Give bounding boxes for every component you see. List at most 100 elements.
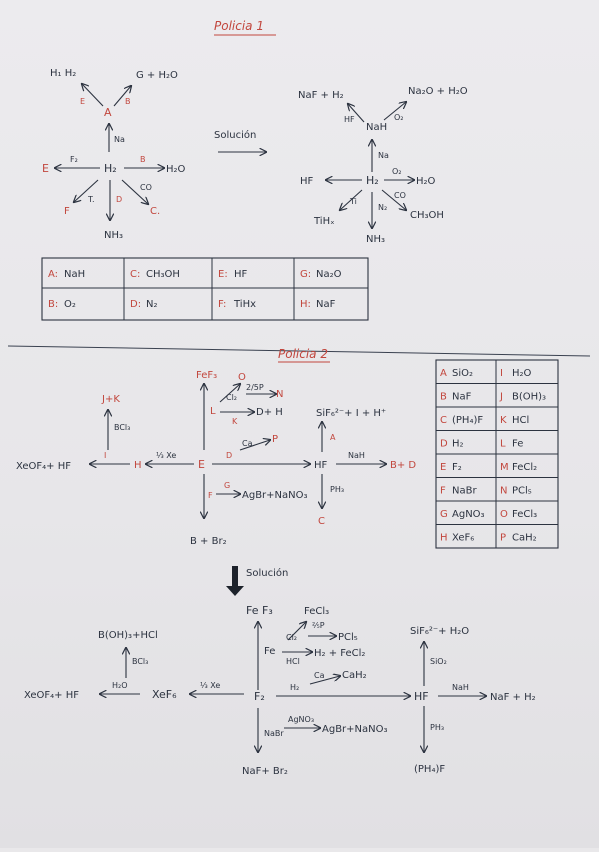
p2a-nah: NaH <box>452 683 469 692</box>
p2q-ca: Ca <box>242 439 253 448</box>
p1a-n2: N₂ <box>378 203 387 212</box>
p2-table-value: SiO₂ <box>452 368 473 379</box>
p2a-cl2: Cl₂ <box>286 633 297 642</box>
p2-table-value: PCl₅ <box>512 485 532 496</box>
p2q-d: D <box>226 451 232 460</box>
p1-key-table <box>41 257 369 321</box>
p2a-ph4f: (PH₄)F <box>414 764 445 775</box>
p2a-nafbr: NaF+ Br₂ <box>242 766 288 777</box>
p1q-arrow-down-left <box>74 179 99 202</box>
p2q-nah: NaH <box>348 451 365 460</box>
p2-table-key: L <box>500 438 506 449</box>
p1q-arrow-down-right <box>121 179 148 204</box>
p2a-boh: B(OH)₃+HCl <box>98 630 158 641</box>
p2q-dh: D+ H <box>256 407 283 418</box>
p2q-fef3: FeF₃ <box>196 370 217 381</box>
p2q-jk: J+K <box>101 394 120 405</box>
p1q-bottom: NH₃ <box>104 230 123 241</box>
p1q-down-left-arrow: T. <box>87 195 94 204</box>
p1-table-key: H: <box>300 299 311 310</box>
p1q-arrow-b-label: B <box>125 97 131 106</box>
p1-table-value: TiHx <box>233 299 256 310</box>
p2q-n: N <box>276 389 283 400</box>
p2q-bbr: B + Br₂ <box>190 536 227 547</box>
p2-table-key: C <box>440 415 447 426</box>
p1-table-value: HF <box>234 269 248 280</box>
p2q-l: L <box>210 406 216 417</box>
p2a-f2: F₂ <box>254 690 265 703</box>
p2q-arrow-p <box>239 440 270 451</box>
p2a-fecl3: FeCl₃ <box>304 606 329 617</box>
p2-table-value: XeF₆ <box>452 532 474 543</box>
p2q-hf: HF <box>314 460 328 471</box>
p2q-e: E <box>198 458 205 471</box>
p2a-h2fecl2: H₂ + FeCl₂ <box>314 648 365 659</box>
p1q-down-right-arrow: CO <box>140 183 152 192</box>
p2a-ca: Ca <box>314 671 325 680</box>
p2-table-value: H₂ <box>452 438 464 449</box>
p2-table-key: F <box>440 485 446 496</box>
p1q-arrow-e <box>82 84 104 107</box>
p1a-right: H₂O <box>416 176 436 187</box>
p2q-arrow-o <box>219 384 240 403</box>
p2-table-key: H <box>440 532 448 543</box>
p1-table-key: D: <box>130 299 141 310</box>
p2a-fe: Fe <box>264 646 275 657</box>
p2a-cah2: CaH₂ <box>342 670 367 681</box>
p2-table-key: J <box>499 391 503 402</box>
part1-title: Policia 1 <box>214 19 264 33</box>
p2-table-value: H₂O <box>512 368 532 379</box>
p1a-top-right: Na₂O + H₂O <box>408 86 468 97</box>
p1-table-value: O₂ <box>64 299 76 310</box>
p1-solution-label: Solución <box>214 129 256 141</box>
p1a-arrow-hf <box>348 104 365 123</box>
p1a-arrow-o2 <box>383 102 406 121</box>
p1q-na: Na <box>114 135 125 144</box>
p1a-arrow-ti <box>340 189 363 210</box>
p1q-center-a: A <box>104 106 112 119</box>
part2-title: Policia 2 <box>278 347 328 361</box>
p1a-nah: NaH <box>366 122 387 133</box>
p2a-fef3: Fe F₃ <box>246 604 273 617</box>
p2a-agno3: AgNO₃ <box>288 715 314 724</box>
p2a-h2: H₂ <box>290 683 299 692</box>
p1q-arrow-b <box>113 86 131 107</box>
p1a-left: HF <box>300 176 314 187</box>
p2q-h: H <box>134 460 142 471</box>
p2a-xef6: XeF₆ <box>152 688 177 701</box>
p2a-bcl3: BCl₃ <box>132 657 148 666</box>
p1a-right-arrow: O₂ <box>392 167 402 176</box>
p2-table-key: G <box>440 509 448 520</box>
p2q-p-arrow: 2/5P <box>246 383 264 392</box>
p2-table-key: P <box>500 532 506 543</box>
p1a-hf-label: HF <box>344 115 355 124</box>
p2-table-value: CaH₂ <box>512 532 537 543</box>
p1q-left: E <box>42 162 49 175</box>
p2-table-key: O <box>500 509 508 520</box>
p1-table-key: E: <box>218 269 228 280</box>
p1q-down-left: F <box>64 206 70 217</box>
p1-table-key: C: <box>130 269 140 280</box>
p2q-k: K <box>232 417 238 426</box>
p1a-co: CO <box>394 191 406 200</box>
p2-table-key: I <box>500 368 503 379</box>
p1a-ti: Ti <box>349 197 357 206</box>
p1q-center: H₂ <box>104 162 117 175</box>
p1-table-key: A: <box>48 269 58 280</box>
p2a-hcl: HCl <box>286 657 300 666</box>
p2a-p-frac: ⅖P <box>312 621 325 630</box>
p2a-pcl5: PCl₅ <box>338 632 358 643</box>
p1q-down-right: C. <box>150 206 160 217</box>
p2a-xeof: XeOF₄+ HF <box>24 690 79 701</box>
p2-table-value: NaBr <box>452 485 477 496</box>
p1a-down-left: TiHₓ <box>313 216 335 227</box>
p2-solution-arrow <box>226 566 244 596</box>
p2-table-value: AgNO₃ <box>452 509 485 520</box>
p2-table-value: Fe <box>512 438 523 449</box>
p2q-f: F <box>208 491 213 500</box>
p2a-arrow-cah2 <box>309 676 340 685</box>
p1q-arrow-e-label: E <box>80 97 85 106</box>
